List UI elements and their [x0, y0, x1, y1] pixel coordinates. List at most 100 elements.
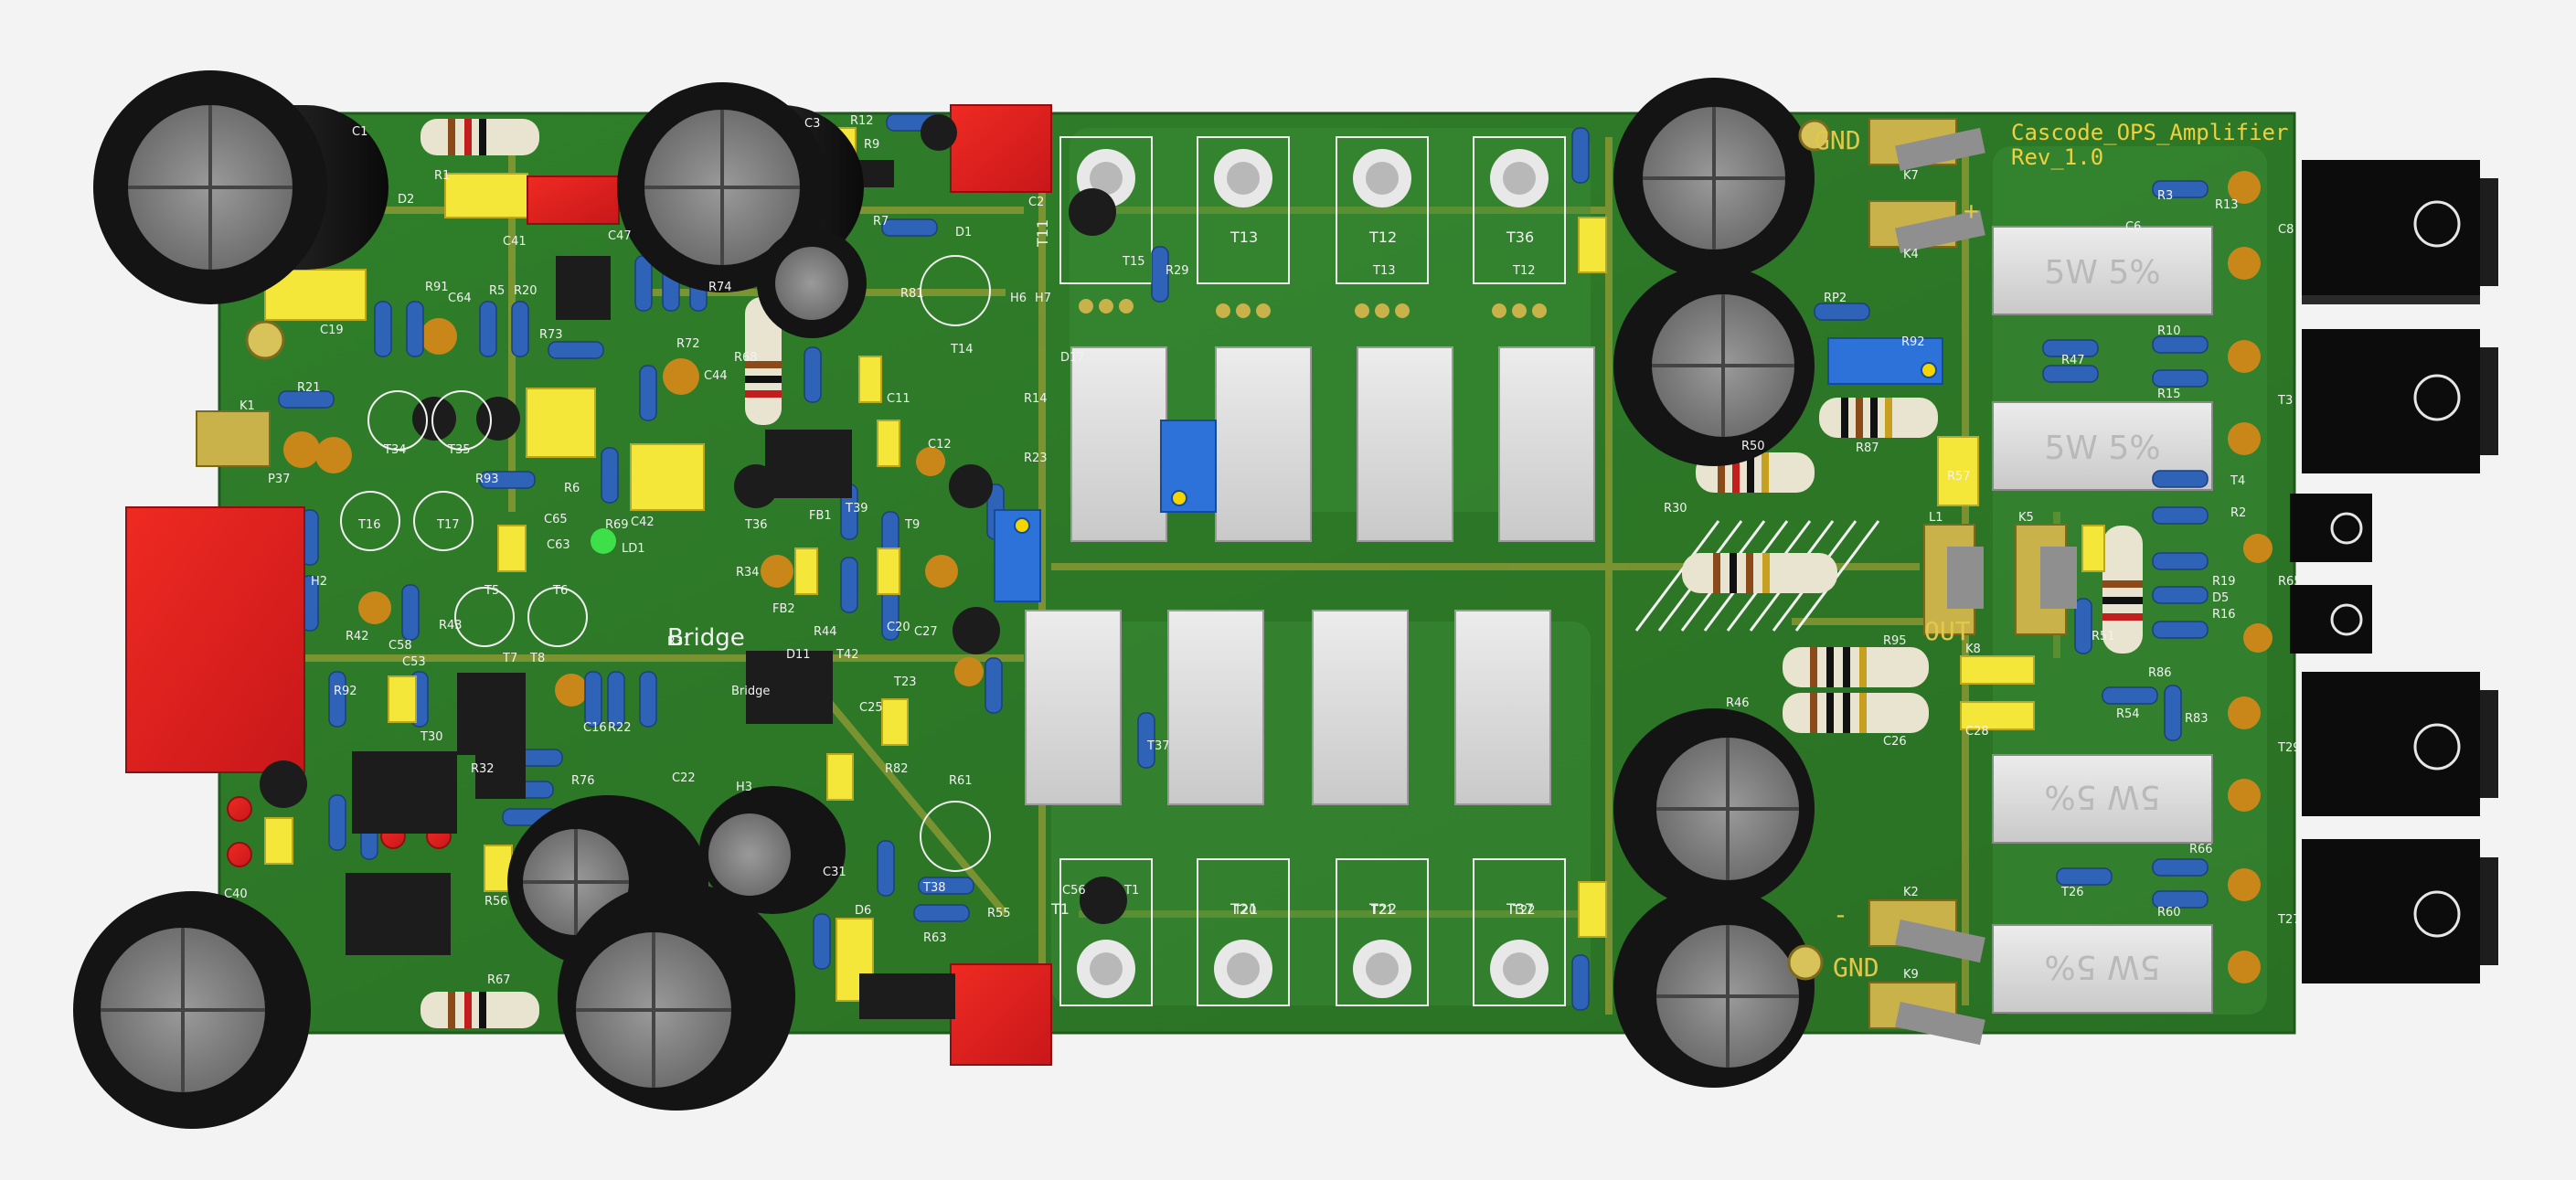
refdes: H6: [1010, 292, 1027, 305]
refdes: R95: [1883, 634, 1907, 648]
mounting-holes: [245, 119, 1831, 981]
refdes: K5: [2018, 511, 2034, 525]
refdes: T22: [1512, 904, 1535, 918]
refdes: C16: [583, 721, 607, 735]
refdes: R32: [471, 762, 495, 776]
transistor-label: T1: [1050, 900, 1070, 918]
refdes: T36: [744, 518, 767, 532]
refdes: T42: [836, 648, 858, 662]
refdes: R82: [885, 762, 909, 776]
power-resistor-text: 5W 5%: [2044, 778, 2160, 815]
refdes: T1: [1123, 884, 1139, 898]
refdes: T37: [1146, 739, 1169, 753]
refdes: C42: [631, 516, 655, 529]
refdes: K8: [1965, 643, 1981, 656]
refdes: R19: [2212, 575, 2236, 589]
refdes: C26: [1883, 735, 1907, 749]
refdes: R60: [2157, 906, 2181, 920]
refdes: R87: [1856, 441, 1879, 455]
refdes: R81: [900, 287, 924, 301]
power-resistor-text: 5W 5%: [2044, 430, 2160, 467]
to220-transistors-bottom: T1 T21 T22 T37: [1050, 858, 1566, 1006]
output-transistors: [2290, 160, 2498, 983]
refdes: C8: [2278, 223, 2294, 237]
transistor-label: T36: [1506, 229, 1534, 246]
refdes: C1: [352, 125, 367, 139]
refdes: R63: [923, 931, 947, 945]
transistor-label: T21: [1229, 900, 1258, 918]
refdes: R72: [676, 337, 700, 351]
refdes: LD1: [622, 542, 645, 556]
refdes: C6: [2125, 220, 2141, 234]
ceramic-caps-right: [283, 171, 2273, 983]
transistor-label: T22: [1368, 900, 1397, 918]
refdes: R68: [734, 351, 758, 365]
refdes: C64: [448, 292, 472, 305]
refdes: T17: [436, 518, 459, 532]
refdes: FB1: [809, 509, 832, 523]
refdes: R54: [2116, 707, 2140, 721]
refdes: H3: [736, 781, 752, 794]
refdes: T9: [904, 518, 920, 532]
refdes: H7: [1035, 292, 1051, 305]
refdes: T14: [950, 343, 973, 356]
bridge-label: Bridge: [667, 624, 745, 652]
refdes: R21: [297, 381, 321, 395]
refdes: C12: [928, 438, 952, 452]
transistor-label: T12: [1368, 229, 1397, 246]
refdes: R56: [484, 895, 508, 909]
power-resistor-text: 5W 5%: [2044, 948, 2160, 985]
refdes: R50: [1741, 440, 1765, 453]
gnd-top-label: GND: [1815, 125, 1861, 155]
refdes: T8: [529, 652, 545, 665]
minus-label: -: [1833, 899, 1848, 930]
refdes: R66: [2189, 843, 2213, 856]
refdes: R9: [864, 138, 879, 152]
refdes: FB2: [772, 602, 795, 616]
refdes: R93: [475, 473, 499, 486]
refdes: C2: [1028, 196, 1044, 209]
refdes: R86: [2148, 666, 2172, 680]
refdes: R12: [850, 114, 874, 128]
refdes: D1: [955, 226, 972, 239]
refdes: T21: [1370, 904, 1393, 918]
refdes: K7: [1903, 169, 1919, 183]
out-label: OUT: [1924, 616, 1971, 646]
small-resistors: [278, 113, 2209, 1011]
red-components: [125, 104, 1052, 1066]
refdes: T12: [1512, 264, 1535, 278]
large-resistors: [420, 119, 2143, 1028]
refdes: T15: [1122, 255, 1144, 269]
refdes: T3: [2277, 394, 2293, 408]
refdes: T16: [357, 518, 380, 532]
transistor-label: T11: [1034, 219, 1051, 248]
refdes: R5: [489, 284, 505, 298]
refdes: R6: [564, 482, 580, 495]
refdes: D2: [398, 193, 414, 207]
refdes: R15: [2157, 388, 2181, 401]
refdes: R57: [1947, 470, 1971, 484]
refdes: R2: [2230, 506, 2246, 520]
refdes: D6: [855, 904, 871, 918]
refdes: P37: [268, 473, 290, 486]
power-resistor-text: 5W 5%: [2044, 254, 2160, 292]
refdes: R34: [736, 566, 760, 579]
refdes: C20: [887, 621, 910, 634]
refdes: C25: [859, 701, 883, 715]
transistor-label: T37: [1506, 900, 1534, 918]
refdes: T20: [1233, 904, 1256, 918]
refdes: R92: [1901, 335, 1925, 349]
refdes: T27: [2277, 913, 2300, 927]
refdes: R23: [1024, 452, 1048, 465]
refdes: R55: [987, 907, 1011, 920]
refdes: T30: [420, 730, 442, 744]
refdes: R69: [605, 518, 629, 532]
refdes: R44: [814, 625, 837, 639]
refdes: R74: [708, 281, 732, 294]
refdes: R29: [1166, 264, 1189, 278]
refdes: C63: [547, 538, 570, 552]
refdes: R91: [425, 281, 449, 294]
refdes: C31: [823, 866, 846, 879]
refdes: R3: [2157, 189, 2173, 203]
